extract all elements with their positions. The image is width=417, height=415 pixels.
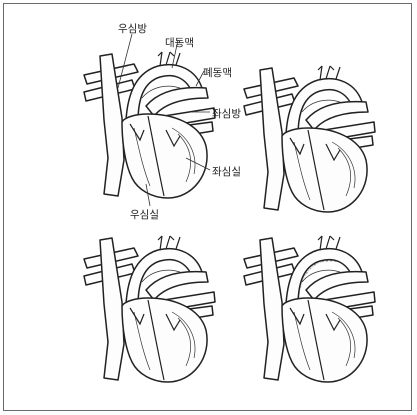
panel-3 bbox=[84, 236, 215, 382]
label-left-ventricle: 좌심실 bbox=[212, 166, 241, 178]
label-left-atrium: 좌심방 bbox=[212, 108, 241, 120]
panel-1 bbox=[84, 52, 215, 198]
label-right-atrium: 우심방 bbox=[118, 23, 147, 35]
label-pulmonary-artery: 폐동맥 bbox=[203, 67, 232, 79]
label-aorta: 대동맥 bbox=[165, 37, 194, 49]
label-right-ventricle: 우심실 bbox=[130, 209, 159, 221]
panel-2 bbox=[244, 66, 375, 212]
panel-4 bbox=[244, 236, 375, 382]
